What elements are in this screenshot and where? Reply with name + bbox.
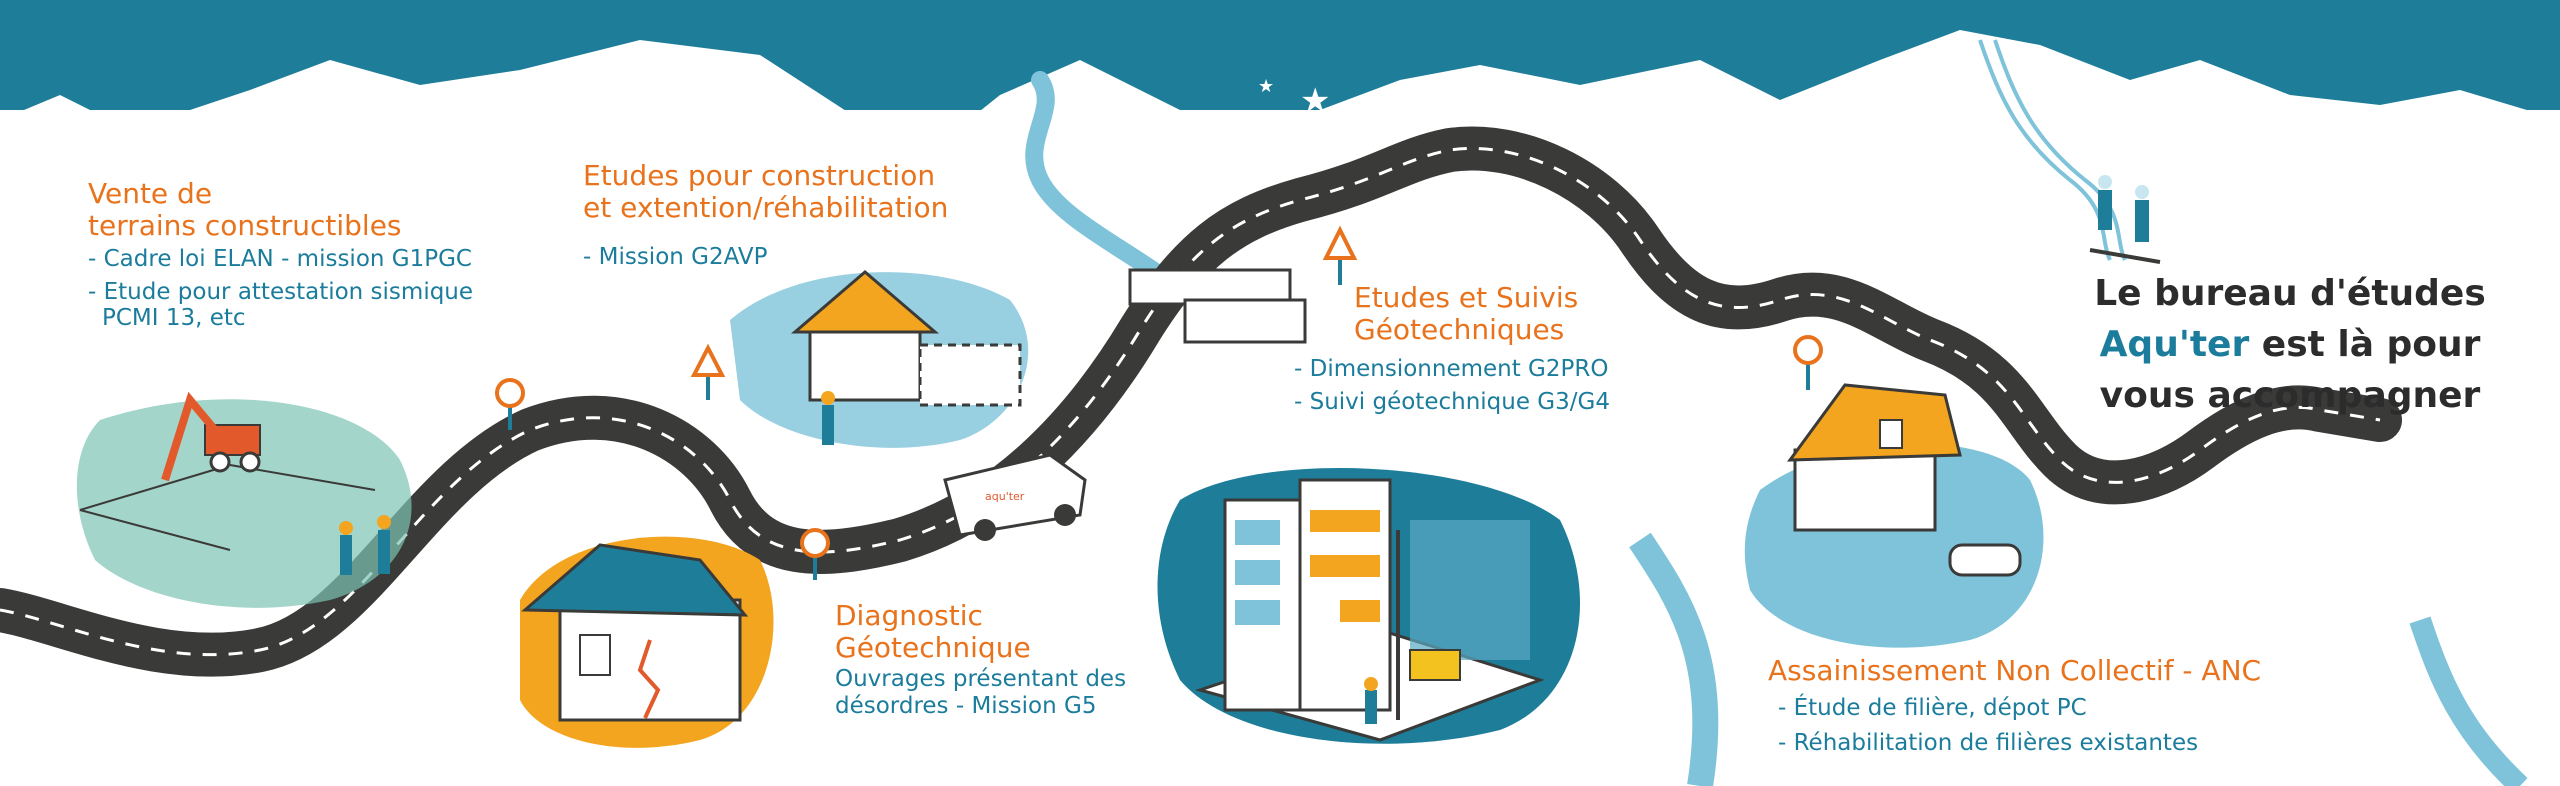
skier-figures [2089,175,2161,264]
section-title: Diagnostic [835,599,983,632]
company-van: aqu'ter [943,453,1087,541]
section-title: Assainissement Non Collectif - ANC [1768,654,2262,687]
section-diagnostic: Diagnostic Géotechnique Ouvrages présent… [835,599,1127,719]
section-anc: Assainissement Non Collectif - ANC - Étu… [1768,654,2262,756]
section-title: Etudes et Suivis [1354,281,1579,314]
section-title: Vente de [88,177,213,210]
section-suivis: Etudes et Suivis Géotechniques - Dimensi… [1294,281,1610,415]
warning-sign-icon [690,343,726,400]
tagline-line-2: Aqu'ter est là pour [2080,319,2500,370]
section-line: - Etude pour attestation sismique [88,278,474,305]
house-extension [730,270,1029,448]
section-line: PCMI 13, etc [102,305,246,332]
section-title: Géotechniques [1354,313,1565,347]
star-large-icon: ★ [1300,81,1330,121]
section-line: désordres - Mission G5 [835,692,1097,719]
river-top [1025,71,1189,299]
van-label: aqu'ter [985,490,1025,503]
tagline-line-2-rest: est là pour [2261,324,2481,366]
land-plot-excavator [76,391,412,608]
building-drill-rig [1157,467,1580,744]
section-line: - Cadre loi ELAN - mission G1PGC [88,246,472,273]
ski-tracks [1978,39,2112,261]
river-bottom-right [1629,532,1719,786]
section-line: - Mission G2AVP [583,244,768,271]
section-line: - Suivi géotechnique G3/G4 [1294,388,1610,415]
section-line: - Réhabilitation de filières existantes [1778,729,2199,756]
river-right-edge [2409,616,2528,786]
section-title: terrains constructibles [88,209,402,243]
road-center-line [0,147,2381,657]
tagline: Le bureau d'études Aqu'ter est là pour v… [2080,268,2500,421]
section-title: et extention/réhabilitation [583,191,949,225]
tagline-line-3: vous accompagner [2099,375,2481,417]
section-title: Etudes pour construction [583,159,936,192]
map-pin-icon [1793,335,1823,390]
section-construction: Etudes pour construction et extention/ré… [583,159,949,271]
section-line: - Étude de filière, dépot PC [1778,695,2087,722]
cracked-house [520,536,774,748]
tagline-line-1: Le bureau d'études [2094,273,2486,314]
section-title: Géotechnique [835,631,1031,665]
bridge [1128,268,1307,344]
brand-name: Aqu'ter [2099,324,2250,366]
anc-house [1744,383,2044,648]
map-pin-icon [800,528,830,580]
section-terrains: Vente de terrains constructibles - Cadre… [88,177,474,332]
star-small-icon: ★ [1258,76,1274,97]
section-line: - Dimensionnement G2PRO [1294,356,1609,383]
warning-sign-icon [1322,225,1358,285]
section-line: Ouvrages présentant des [835,666,1127,693]
map-pin-icon [495,378,525,430]
